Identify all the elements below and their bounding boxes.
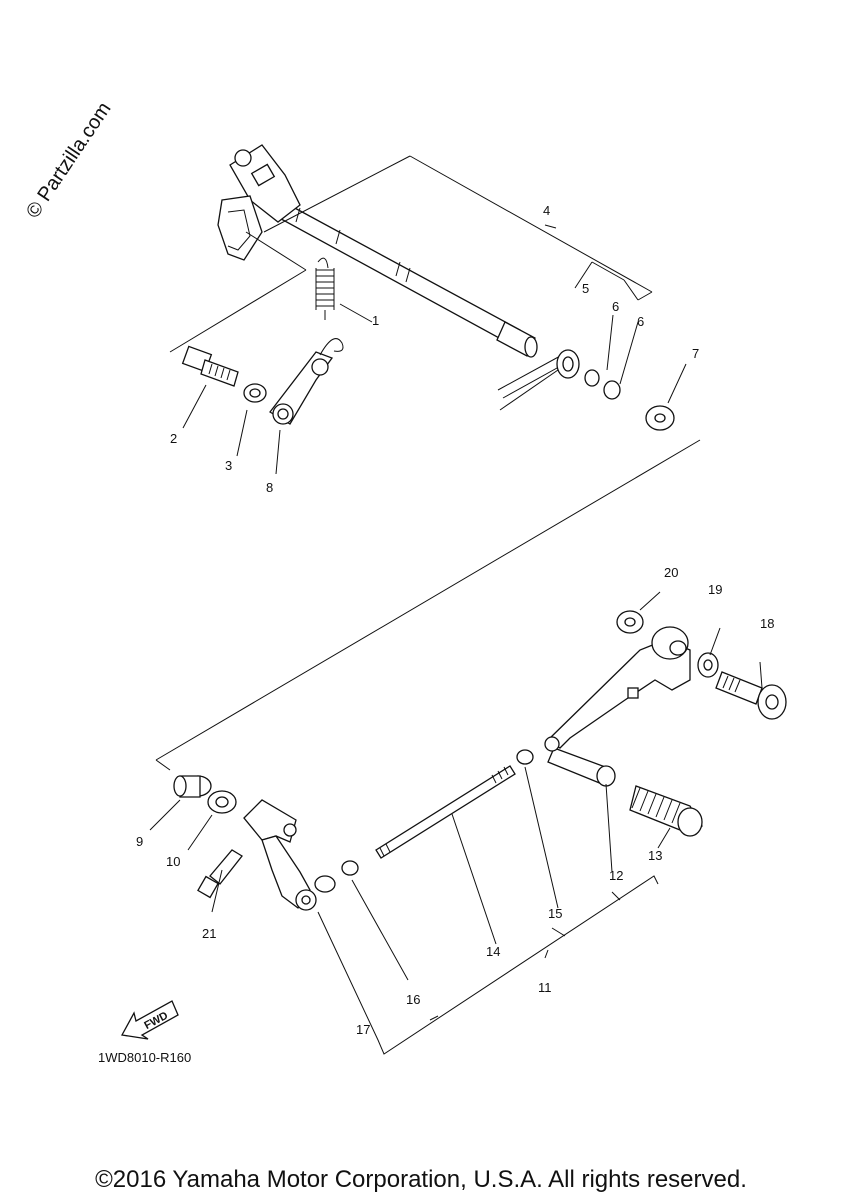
callout-2: 2	[170, 431, 177, 446]
callout-3: 3	[225, 458, 232, 473]
pinch-bolt	[197, 849, 243, 899]
callout-1: 1	[372, 313, 379, 328]
leader-lines-lower	[149, 591, 763, 1055]
callout-labels: 1 2 3 4 5 6 6 7 8 9 10 11 12 13 14 15 16…	[136, 203, 774, 1037]
callout-17: 17	[356, 1022, 370, 1037]
shift-shaft	[217, 144, 538, 358]
callout-16: 16	[406, 992, 420, 1007]
callout-21: 21	[202, 926, 216, 941]
callout-20: 20	[664, 565, 678, 580]
callout-19: 19	[708, 582, 722, 597]
callout-12: 12	[609, 868, 623, 883]
fwd-arrow-icon: FWD	[120, 1000, 179, 1040]
stopper-plate	[269, 338, 344, 425]
shift-arm	[243, 799, 317, 911]
bushing	[173, 775, 212, 798]
callout-15: 15	[548, 906, 562, 921]
callout-5: 5	[582, 281, 589, 296]
shift-rod	[375, 765, 516, 859]
rod-nut	[516, 749, 534, 765]
bolt	[181, 345, 239, 387]
pedal-washer	[616, 610, 644, 634]
fwd-label: FWD	[142, 1010, 170, 1032]
pedal-rubber	[629, 785, 703, 837]
callout-10: 10	[166, 854, 180, 869]
callout-7: 7	[692, 346, 699, 361]
diagram-code: 1WD8010-R160	[98, 1050, 192, 1065]
rod-end-nut	[314, 860, 359, 893]
clip	[497, 349, 580, 411]
callout-18: 18	[760, 616, 774, 631]
callout-8: 8	[266, 480, 273, 495]
copyright-notice: ©2016 Yamaha Motor Corporation, U.S.A. A…	[95, 1166, 747, 1193]
callout-9: 9	[136, 834, 143, 849]
thrust-washer	[645, 405, 675, 431]
spring	[315, 257, 335, 320]
callout-6b: 6	[637, 314, 644, 329]
circlip	[584, 369, 621, 400]
washer-lower	[207, 790, 237, 814]
washer	[243, 383, 267, 403]
callout-13: 13	[648, 848, 662, 863]
shift-pedal	[544, 626, 691, 787]
pivot-bolt	[715, 671, 787, 720]
callout-11: 11	[538, 980, 552, 995]
callout-4: 4	[543, 203, 550, 218]
pivot-washer	[697, 652, 719, 678]
callout-6a: 6	[612, 299, 619, 314]
callout-14: 14	[486, 944, 500, 959]
leader-lines	[155, 155, 701, 771]
